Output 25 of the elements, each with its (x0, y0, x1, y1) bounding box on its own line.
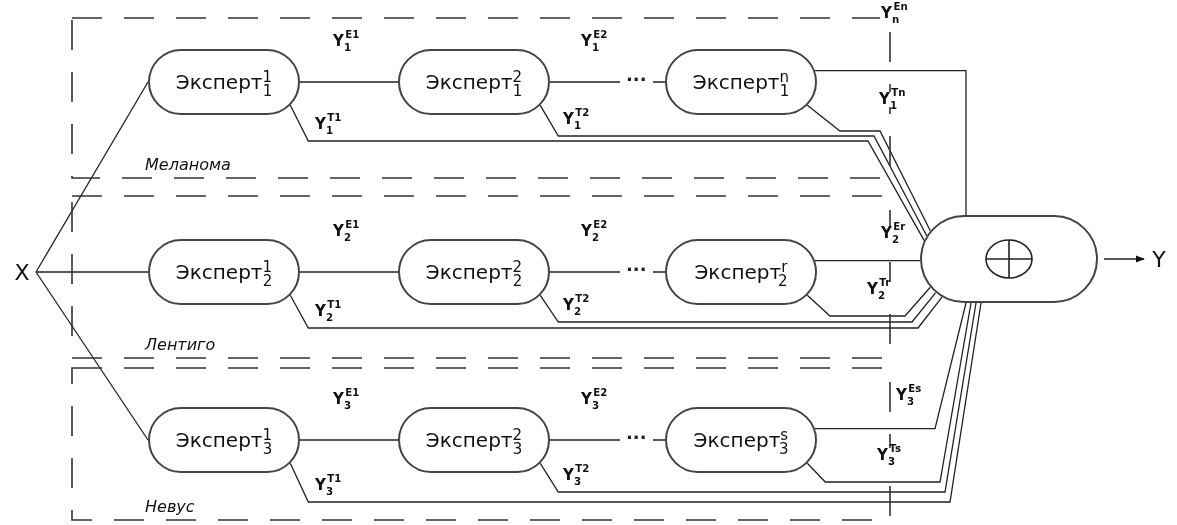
connector-line (289, 302, 982, 503)
variable-label: Y (1146, 244, 1172, 274)
connector-line (299, 439, 399, 441)
connector-line (35, 271, 149, 441)
connector-line (539, 302, 977, 493)
connector-line (814, 70, 967, 216)
connector-line (806, 286, 931, 317)
connector-line (299, 81, 399, 83)
connector-line (806, 104, 931, 232)
connector-line (539, 292, 937, 323)
connector-line (299, 271, 399, 273)
connector-line (289, 294, 943, 329)
connector-line (35, 81, 149, 273)
group-label: Невус (145, 497, 195, 516)
connector-line (806, 302, 972, 483)
connector-line (289, 104, 925, 242)
connector-line (35, 271, 149, 273)
connector-line (814, 260, 921, 262)
group-label: Меланома (145, 155, 231, 174)
connector-line (814, 302, 967, 430)
connector-line (539, 104, 928, 237)
arrow (1103, 255, 1145, 263)
group-label: Лентиго (145, 335, 216, 354)
combiner-box (920, 215, 1098, 303)
variable-label: X (8, 258, 36, 286)
